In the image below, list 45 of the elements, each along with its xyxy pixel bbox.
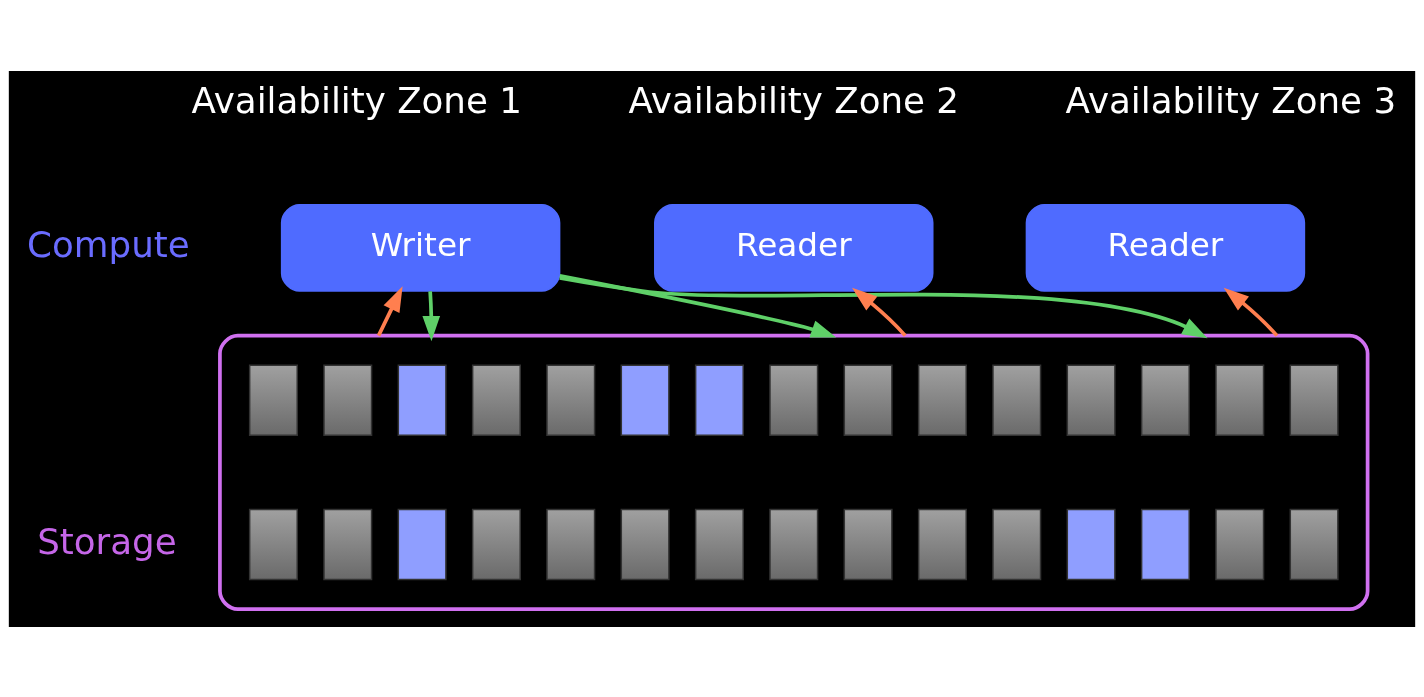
- node-box: [323, 508, 373, 580]
- node-box: Reader: [1025, 203, 1306, 292]
- label: Availability Zone 3: [1065, 79, 1397, 121]
- node-box: [843, 364, 893, 436]
- arrow: [422, 290, 441, 341]
- node-box: [620, 364, 670, 436]
- node-box: [992, 364, 1042, 436]
- arrow: [1223, 287, 1279, 337]
- node-box: [248, 364, 298, 436]
- node-box: [769, 508, 819, 580]
- node-box: [471, 364, 521, 436]
- node-box: [1289, 508, 1339, 580]
- node-box: [1066, 364, 1116, 436]
- cluster: [218, 333, 1370, 611]
- node-box: [694, 508, 744, 580]
- arrow: [376, 285, 403, 336]
- node-box: Writer: [280, 203, 561, 292]
- node-box: [620, 508, 670, 580]
- node-box: [397, 508, 447, 580]
- node-box: [917, 508, 967, 580]
- label: Compute: [27, 223, 190, 265]
- node-box: [992, 508, 1042, 580]
- node-box: [471, 508, 521, 580]
- node-box: Reader: [654, 203, 934, 292]
- node-box: [843, 508, 893, 580]
- node-box: [917, 364, 967, 436]
- node-box: [1215, 364, 1265, 436]
- node-box: [769, 364, 819, 436]
- node-box: [1289, 364, 1339, 436]
- label: Availability Zone 2: [628, 79, 960, 121]
- arrow: [852, 287, 907, 337]
- node-box: [546, 364, 596, 436]
- node-box: [1140, 364, 1190, 436]
- label: Storage: [37, 520, 177, 562]
- arrow: [559, 275, 1208, 338]
- arrow: [559, 273, 837, 337]
- node-box: [546, 508, 596, 580]
- node-box: [397, 364, 447, 436]
- label: Availability Zone 1: [191, 79, 522, 121]
- node-box: [323, 364, 373, 436]
- node-box: [694, 364, 744, 436]
- node-box: [1215, 508, 1265, 580]
- node-box: [1066, 508, 1116, 580]
- node-box: [248, 508, 298, 580]
- node-box: [1140, 508, 1190, 580]
